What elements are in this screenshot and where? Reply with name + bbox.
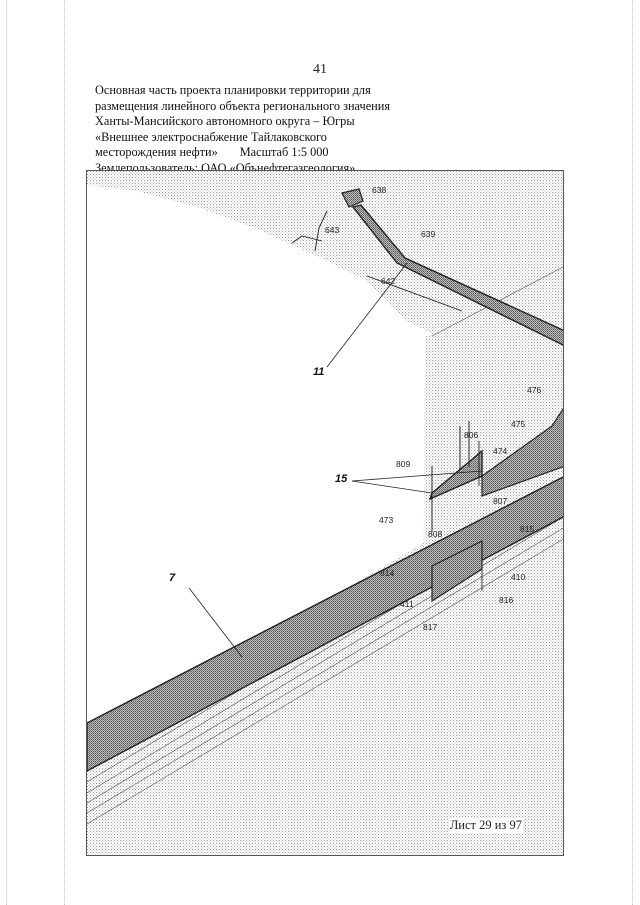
leader-lines [188,262,483,658]
point-label: 809 [396,459,410,469]
point-label: 473 [379,515,393,525]
point-label: 817 [423,622,437,632]
right-margin-rule [632,0,633,905]
parcel-zone-11 [351,204,563,346]
page-number: 41 [313,62,327,77]
parcel-zone-15-upper [481,407,563,497]
point-label: 814 [380,568,394,578]
map-scale: Масштаб 1:5 000 [239,145,329,160]
header-project-name-end: месторождения нефти» [95,145,218,160]
zone-label: 7 [169,572,176,584]
boundary-lines [291,210,483,601]
point-label: 807 [493,496,507,506]
point-label: 815 [520,524,534,534]
point-label: 643 [325,225,339,235]
map-frame: 638 643 639 642 476 475 806 474 809 807 … [86,170,564,856]
survey-map: 638 643 639 642 476 475 806 474 809 807 … [87,171,563,855]
point-label: 476 [527,385,541,395]
header-line-3: Ханты-Мансийского автономного округа – Ю… [95,114,355,129]
point-label: 639 [421,229,435,239]
point-label: 410 [511,572,525,582]
point-label: 475 [511,419,525,429]
point-label: 806 [464,430,478,440]
header-line-1: Основная часть проекта планировки террит… [95,83,371,97]
small-parcel-top [341,188,364,208]
parcel-zone-7 [87,476,563,772]
header-line-4: «Внешнее электроснабжение Тайлаковского [95,129,327,144]
point-label: 411 [400,599,414,609]
document-header: Основная часть проекта планировки террит… [95,83,415,177]
point-label: 816 [499,595,513,605]
point-label: 642 [381,276,395,286]
point-label: 638 [372,185,386,195]
zone-label: 15 [335,473,348,485]
sheet-number: Лист 29 из 97 [448,818,523,833]
header-line-2: размещения линейного объекта регионально… [95,98,390,113]
zone-label: 11 [313,366,324,378]
header-line-5: месторождения нефти» Масштаб 1:5 000 [95,145,415,161]
left-margin-rule [6,0,7,905]
stipple-zone-top [87,171,563,336]
binding-margin-rule [64,0,65,905]
point-label: 808 [428,529,442,539]
point-label: 474 [493,446,507,456]
